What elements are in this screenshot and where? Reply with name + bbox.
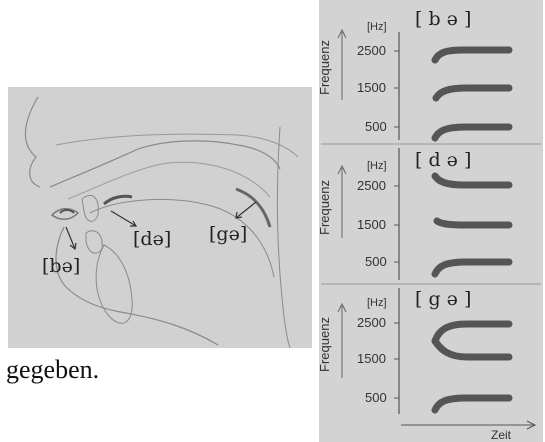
caption-text: gegeben. bbox=[6, 355, 100, 384]
label-b: [bə] bbox=[42, 255, 81, 277]
tick-500-3: 500 bbox=[365, 390, 387, 405]
spectrogram-b bbox=[321, 28, 541, 145]
label-d: [də] bbox=[133, 228, 172, 250]
tick-2500-1: 2500 bbox=[357, 43, 386, 58]
tick-500-1: 500 bbox=[365, 119, 387, 134]
vocal-tract-diagram: [bə] [də] [gə] bbox=[8, 87, 312, 349]
vocal-tract-svg bbox=[8, 87, 312, 349]
tick-1500-3: 1500 bbox=[357, 351, 386, 366]
hz-unit-1: [Hz] bbox=[367, 21, 387, 33]
hz-unit-3: [Hz] bbox=[367, 297, 387, 309]
panel-title-b: [ b ə ] bbox=[415, 8, 472, 30]
panel-title-g: [ g ə ] bbox=[415, 288, 472, 310]
hz-unit-2: [Hz] bbox=[367, 160, 387, 172]
xlabel-time: Zeit bbox=[491, 428, 512, 442]
ylabel-3: Frequenz bbox=[316, 317, 332, 372]
tick-2500-2: 2500 bbox=[357, 178, 386, 193]
label-g: [gə] bbox=[209, 223, 248, 245]
spectrogram-d bbox=[321, 148, 541, 285]
panel-title-d: [ d ə ] bbox=[415, 149, 472, 171]
spectrogram-g bbox=[337, 288, 513, 414]
tick-1500-2: 1500 bbox=[357, 217, 386, 232]
spectrogram-svg bbox=[321, 28, 541, 430]
tick-500-2: 500 bbox=[365, 254, 387, 269]
tick-1500-1: 1500 bbox=[357, 80, 386, 95]
ylabel-2: Frequenz bbox=[316, 180, 332, 235]
spectrogram-panel: [ b ə ] [Hz] Frequenz 2500 1500 500 [ d … bbox=[316, 0, 543, 442]
ylabel-1: Frequenz bbox=[316, 40, 332, 95]
tick-2500-3: 2500 bbox=[357, 315, 386, 330]
